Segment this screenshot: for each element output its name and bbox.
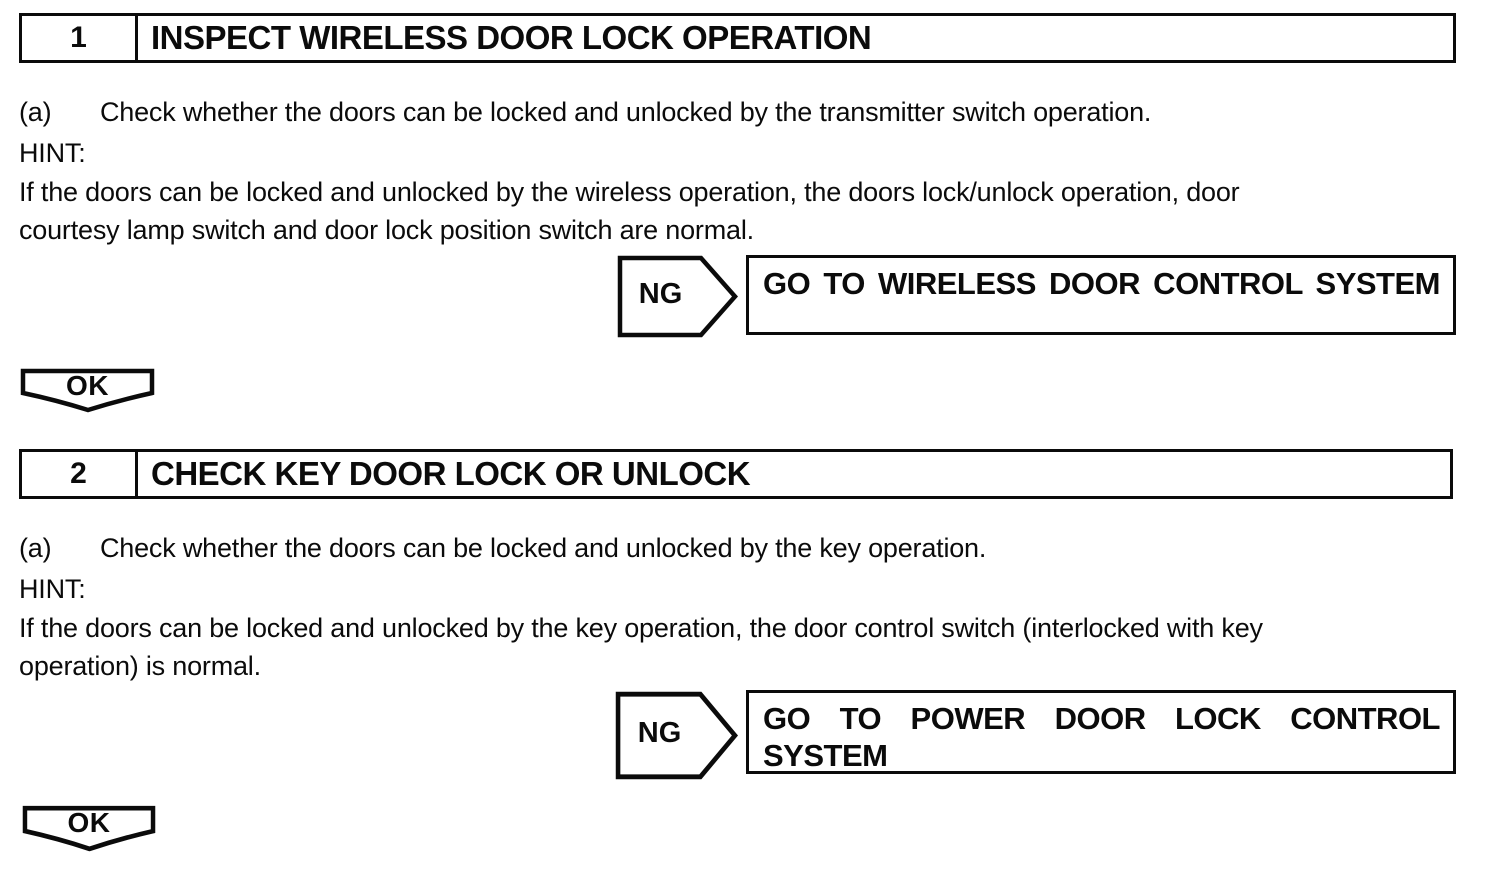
step-2-title: CHECK KEY DOOR LOCK OR UNLOCK [151,455,751,492]
step-2-instruction-text: Check whether the doors can be locked an… [100,533,987,563]
ok-banner-icon [20,368,155,413]
step-2-hint-line-2: operation) is normal. [19,651,261,681]
step-1-number: 1 [22,16,138,60]
step-1-header: 1 INSPECT WIRELESS DOOR LOCK OPERATION [19,13,1456,63]
step-2-ok-label: OK [67,807,111,838]
ng-arrow-icon [615,691,738,780]
ng-arrow-icon [617,255,738,338]
step-2-ng-tag: NG [615,691,738,780]
ok-banner-icon [22,805,156,852]
step-2-header: 2 CHECK KEY DOOR LOCK OR UNLOCK [19,449,1453,499]
step-2-ng-result-line-2: SYSTEM [763,738,888,773]
step-1-ng-result-line-1: GO TO WIRELESS DOOR CONTROL SYSTEM [763,266,1441,301]
step-2-ng-result-line-1: GO TO POWER DOOR LOCK CONTROL [763,701,1441,736]
step-1-instruction-text: Check whether the doors can be locked an… [100,97,1152,127]
step-1-instruction: (a) Check whether the doors can be locked… [19,96,1151,128]
step-2-ng-result-box: GO TO POWER DOOR LOCK CONTROL SYSTEM [746,690,1456,774]
step-1-ok-label: OK [66,370,109,401]
step-2-hint-label: HINT: [19,574,86,604]
step-2-ok-tag: OK [21,804,157,853]
step-1-hint-line-2: courtesy lamp switch and door lock posit… [19,215,754,245]
step-1-ng-label: NG [638,278,683,310]
step-1-ng-result-box: GO TO WIRELESS DOOR CONTROL SYSTEM [746,255,1456,335]
step-2-ng-label: NG [637,717,682,749]
step-2-instruction-label: (a) [19,533,52,563]
step-2-hint-line-1: If the doors can be locked and unlocked … [19,613,1263,643]
step-1-hint-label: HINT: [19,138,86,168]
step-2-instruction: (a) Check whether the doors can be locked… [19,532,986,564]
step-1-title: INSPECT WIRELESS DOOR LOCK OPERATION [151,19,872,56]
step-1-instruction-label: (a) [19,97,52,127]
step-2-number: 2 [22,452,138,496]
step-1-ng-tag: NG [617,255,738,338]
step-1-ok-tag: OK [19,367,156,414]
step-1-hint-line-1: If the doors can be locked and unlocked … [19,177,1240,207]
